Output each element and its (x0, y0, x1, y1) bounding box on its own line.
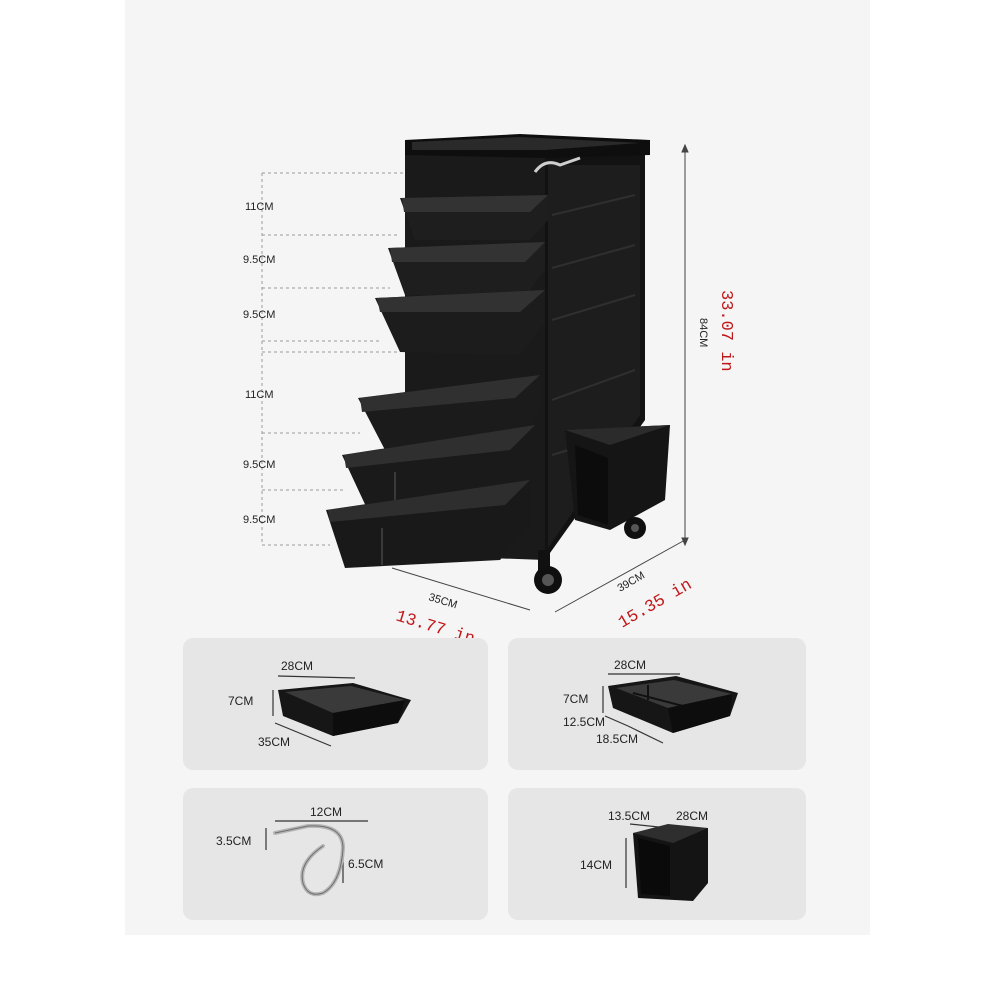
divided-section-b-label: 18.5CM (596, 732, 638, 746)
drawer-height-label: 7CM (228, 694, 253, 708)
total-height-guide (681, 143, 689, 547)
total-height-in: 33.07 in (716, 290, 735, 372)
side-bin-illustration: 13.5CM 28CM 14CM (580, 809, 708, 901)
divided-section-a-label: 12.5CM (563, 715, 605, 729)
drawer-4 (358, 375, 540, 450)
panel-single-drawer: 28CM 7CM 35CM (183, 638, 488, 770)
divided-drawer-illustration: 28CM 7CM 12.5CM 18.5CM (563, 658, 738, 746)
panel-hook: 12CM 3.5CM 6.5CM (183, 788, 488, 920)
width-cm: 35CM (427, 591, 459, 611)
drawer-3 (375, 290, 545, 355)
panel-divided-drawer: 28CM 7CM 12.5CM 18.5CM (508, 638, 806, 770)
drawer-6 (326, 480, 530, 568)
width-in: 13.77 in (393, 608, 477, 640)
height-label-6: 9.5CM (243, 514, 275, 526)
drawer-2 (388, 242, 545, 297)
wheels (534, 517, 646, 594)
panel-side-bin: 13.5CM 28CM 14CM (508, 788, 806, 920)
bin-length-label: 28CM (676, 809, 708, 823)
bin-height-label: 14CM (580, 858, 612, 872)
height-label-5: 9.5CM (243, 459, 275, 471)
hook-depth-label: 6.5CM (348, 857, 383, 871)
hook-height-label: 3.5CM (216, 834, 251, 848)
height-label-2: 9.5CM (243, 254, 275, 266)
hook-width-label: 12CM (310, 805, 342, 819)
drawer-1 (400, 195, 548, 240)
cart-body (405, 134, 670, 560)
depth-cm: 39CM (616, 570, 647, 595)
height-label-4: 11CM (245, 389, 274, 401)
height-guides (261, 172, 405, 546)
drawer-length-label: 35CM (258, 735, 290, 749)
trolley-figure: 11CM 9.5CM 9.5CM 11CM 9.5CM 9.5CM (243, 134, 735, 640)
single-drawer-illustration: 28CM 7CM 35CM (228, 659, 411, 749)
height-label-1: 11CM (245, 201, 274, 213)
total-height-cm: 84CM (697, 318, 709, 347)
hook-illustration: 12CM 3.5CM 6.5CM (216, 805, 383, 897)
width-guide (391, 539, 686, 613)
divided-width-label: 28CM (614, 658, 646, 672)
divided-height-label: 7CM (563, 692, 588, 706)
drawer-width-label: 28CM (281, 659, 313, 673)
drawers (326, 195, 548, 568)
height-label-3: 9.5CM (243, 309, 275, 321)
bin-width-label: 13.5CM (608, 809, 650, 823)
